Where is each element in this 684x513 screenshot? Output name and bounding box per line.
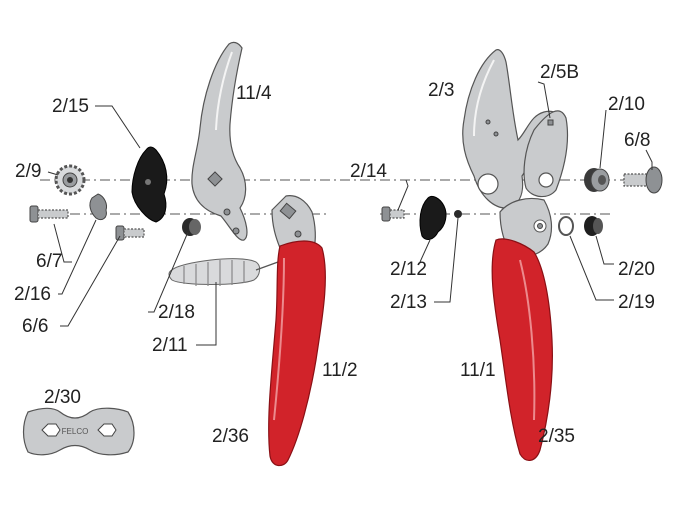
tool-brand: FELCO [62, 427, 89, 436]
part-2-12 [419, 195, 447, 240]
washer-2-19 [558, 216, 574, 236]
label-2-36: 2/36 [212, 426, 249, 447]
label-11-2: 11/2 [322, 360, 358, 381]
label-2-18: 2/18 [158, 302, 195, 323]
label-2-14: 2/14 [350, 161, 387, 182]
wrench-2-30: FELCO [22, 407, 135, 456]
label-11-4: 11/4 [236, 83, 272, 104]
washer-2-13 [454, 210, 462, 218]
assembly-axes [30, 179, 660, 215]
label-6-6: 6/6 [22, 316, 48, 337]
label-2-30: 2/30 [44, 387, 81, 408]
nut-2-10 [584, 168, 610, 192]
screw-2-14 [381, 206, 405, 222]
right-pruner [381, 49, 663, 461]
label-6-8: 6/8 [624, 130, 650, 151]
leader-lines [47, 81, 653, 346]
label-2-3: 2/3 [428, 80, 454, 101]
gear-2-9 [54, 164, 86, 196]
anvil-2-5b [523, 110, 569, 198]
part-2-16 [89, 193, 107, 221]
label-2-5b: 2/5B [540, 62, 579, 83]
label-2-10: 2/10 [608, 94, 645, 115]
part-labels: 11/4 2/15 2/9 6/7 2/16 6/6 2/18 2/11 11/… [14, 62, 655, 447]
handle-11-2 [268, 195, 326, 467]
label-2-20: 2/20 [618, 259, 655, 280]
screw-6-6 [115, 225, 145, 241]
nut-2-20 [584, 216, 603, 236]
label-2-13: 2/13 [390, 292, 427, 313]
spring-2-11 [168, 258, 279, 286]
label-2-9: 2/9 [15, 161, 41, 182]
screw-6-7 [29, 205, 69, 223]
nut-2-18 [182, 218, 201, 236]
label-2-12: 2/12 [390, 259, 427, 280]
label-11-1: 11/1 [460, 360, 496, 381]
label-2-16: 2/16 [14, 284, 51, 305]
handle-11-1 [491, 197, 553, 461]
label-6-7: 6/7 [36, 251, 62, 272]
label-2-11: 2/11 [152, 335, 188, 356]
label-2-19: 2/19 [618, 292, 655, 313]
bolt-6-8 [623, 166, 663, 194]
left-pruner [29, 41, 326, 467]
upper-blade-11-4 [191, 41, 248, 241]
label-2-35: 2/35 [538, 426, 575, 447]
label-2-15: 2/15 [52, 96, 89, 117]
